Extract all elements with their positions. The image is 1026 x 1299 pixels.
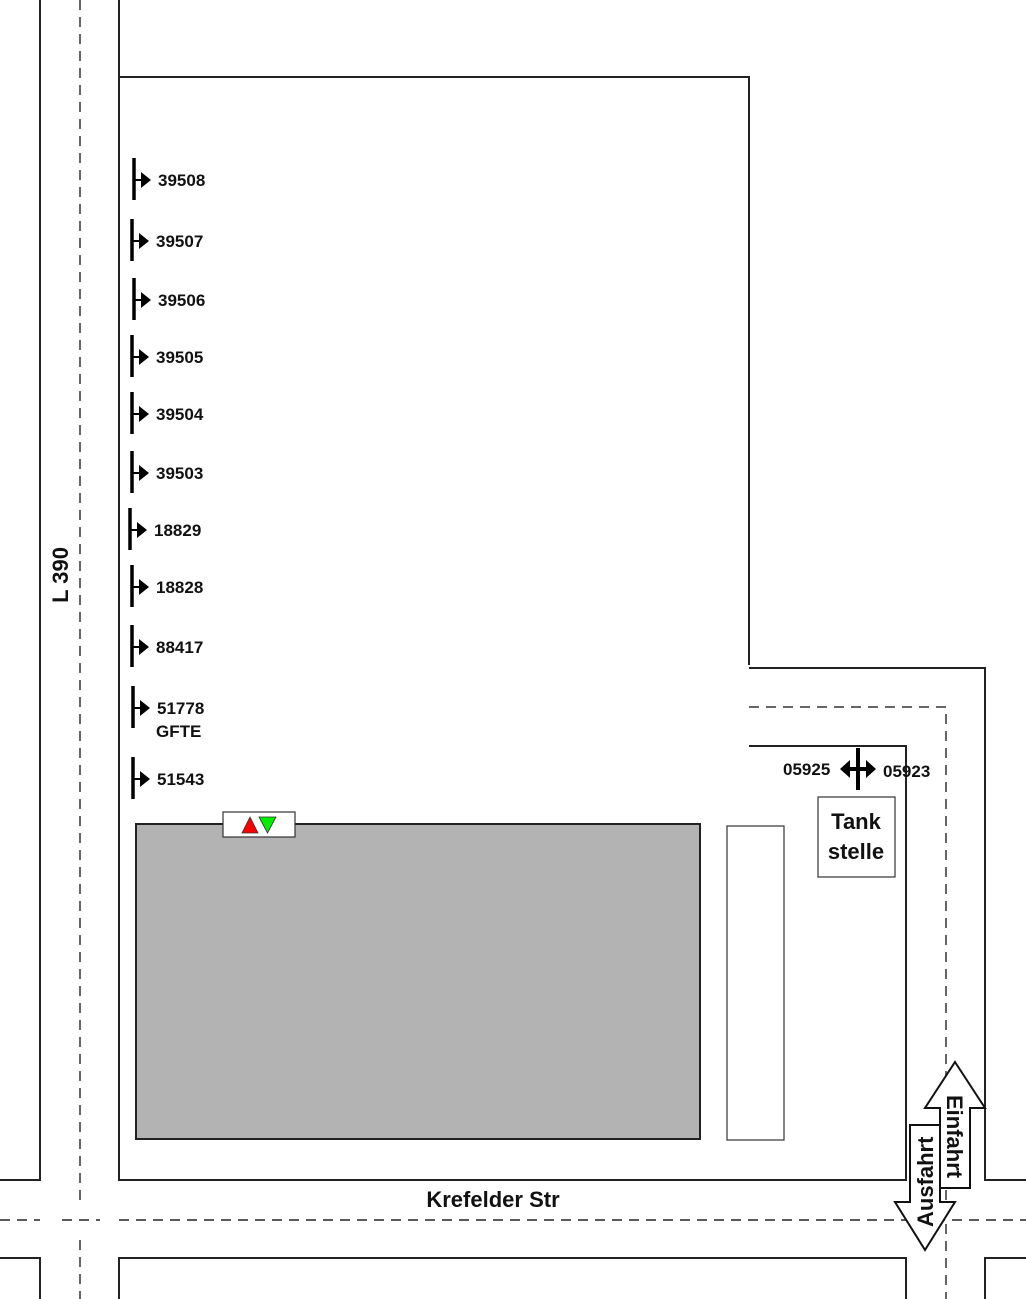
gas-station-sign: 05925 05923 <box>783 748 930 790</box>
arrow-right-icon <box>139 406 149 422</box>
sign-label: 51778 <box>157 699 204 718</box>
sign-label: 88417 <box>156 638 203 657</box>
arrow-left-icon <box>840 760 850 778</box>
traffic-sign: 18828 <box>130 565 203 607</box>
traffic-sign: 88417 <box>130 625 203 667</box>
sign-label: 51543 <box>157 770 204 789</box>
arrow-right-icon <box>139 349 149 365</box>
side-structure <box>726 825 785 1141</box>
arrow-right-icon <box>139 579 149 595</box>
sign-sublabel: GFTE <box>156 722 201 741</box>
traffic-signal <box>222 811 296 838</box>
gas-station-label-1: Tank <box>831 809 881 834</box>
arrow-right-icon <box>139 639 149 655</box>
sign-label: 18828 <box>156 578 203 597</box>
traffic-sign: 39508 <box>132 158 205 200</box>
arrow-right-icon <box>866 760 876 778</box>
entry-label: Einfahrt <box>942 1095 967 1179</box>
sign-label-05925: 05925 <box>783 760 830 779</box>
entry-arrow: Einfahrt <box>923 1060 987 1189</box>
traffic-sign: 39504 <box>130 392 204 434</box>
sign-list: 39508 39507 39506 39505 39504 39503 18829 18828… <box>128 158 205 799</box>
exit-label: Ausfahrt <box>913 1136 938 1227</box>
property-boundary <box>119 76 750 665</box>
sign-label: 39503 <box>156 464 203 483</box>
road-label-l390: L 390 <box>48 547 73 603</box>
traffic-sign: 51543 <box>131 757 204 799</box>
sign-label: 39507 <box>156 232 203 251</box>
arrow-right-icon <box>137 522 147 538</box>
arrow-right-icon <box>139 465 149 481</box>
gas-station-box <box>817 796 896 878</box>
arrow-right-icon <box>140 700 150 716</box>
sign-label: 39506 <box>158 291 205 310</box>
building <box>135 823 701 1140</box>
sign-label: 39504 <box>156 405 204 424</box>
traffic-sign: 18829 <box>128 508 201 550</box>
traffic-sign: 39506 <box>132 278 205 320</box>
gas-station-label-2: stelle <box>828 839 884 864</box>
exit-arrow: Ausfahrt <box>893 1124 957 1252</box>
sign-label: 39508 <box>158 171 205 190</box>
road-label-krefelder: Krefelder Str <box>426 1187 560 1212</box>
arrow-right-icon <box>139 233 149 249</box>
traffic-sign: 39507 <box>130 219 203 261</box>
green-down-triangle-icon <box>258 816 277 834</box>
arrow-right-icon <box>141 292 151 308</box>
traffic-sign: 39505 <box>130 335 203 377</box>
red-up-triangle-icon <box>241 816 259 834</box>
sign-label: 18829 <box>154 521 201 540</box>
arrow-right-icon <box>141 172 151 188</box>
arrow-right-icon <box>140 771 150 787</box>
traffic-sign: 39503 <box>130 451 203 493</box>
sign-label: 39505 <box>156 348 203 367</box>
sign-label-05923: 05923 <box>883 762 930 781</box>
